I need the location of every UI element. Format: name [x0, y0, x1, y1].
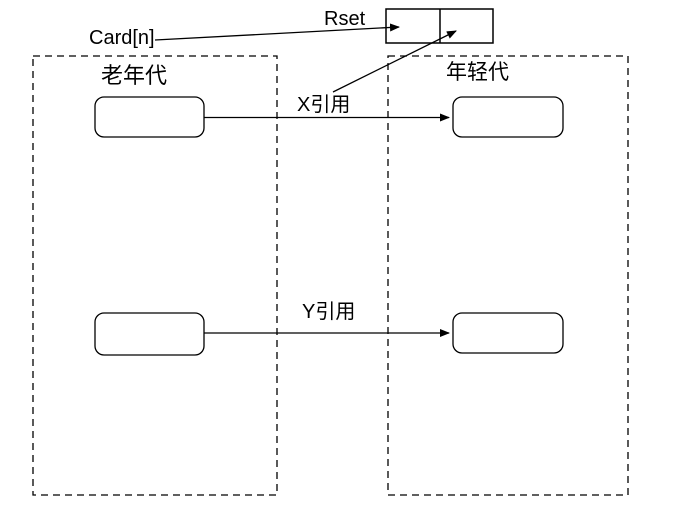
- xref-to-rset-cell2-arrow: [332, 30, 457, 93]
- old-generation-region: [32, 55, 278, 496]
- rset-label: Rset: [324, 8, 366, 30]
- old-gen-object-x: [94, 96, 205, 138]
- old-gen-object-y: [94, 312, 205, 356]
- young-generation-region: [387, 55, 629, 496]
- card-to-rset-arrow: [154, 23, 400, 41]
- young-gen-object-x: [452, 96, 564, 138]
- x-reference-label: X引用: [297, 94, 351, 116]
- y-reference-label: Y引用: [302, 301, 356, 323]
- card-label: Card[n]: [89, 27, 155, 49]
- young-gen-object-y: [452, 312, 564, 354]
- old-generation-label: 老年代: [101, 63, 168, 88]
- young-generation-label: 年轻代: [446, 61, 509, 84]
